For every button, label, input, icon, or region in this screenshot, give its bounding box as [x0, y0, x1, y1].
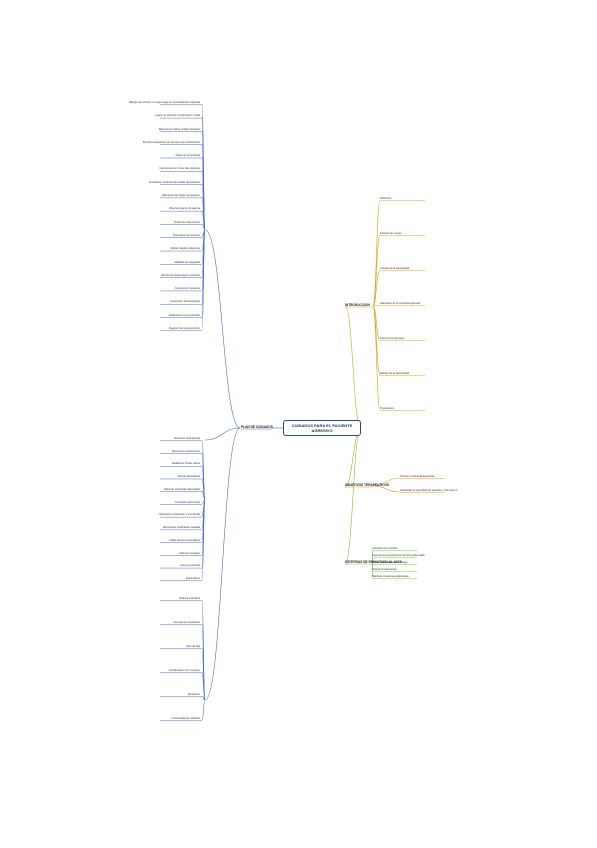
left-connector: [201, 671, 206, 701]
right-item[interactable]: Causas de la agresividad: [380, 267, 410, 270]
right-connector: [372, 304, 381, 307]
right-connector: [372, 269, 381, 307]
left-item[interactable]: Continuidad de cuidados: [171, 717, 200, 720]
left-item[interactable]: Restriccion fisica segun protocolo: [161, 273, 200, 277]
right-branch-title[interactable]: OBJETIVOS TERAPEUTICOS: [345, 483, 390, 487]
left-item[interactable]: Seguimiento: [185, 577, 200, 580]
right-branch-title[interactable]: INTRODUCCION: [345, 303, 370, 307]
left-item[interactable]: Administrar medicacion pautada: [162, 526, 200, 530]
left-hub-connector: [204, 427, 241, 441]
left-hub-connector: [204, 229, 241, 429]
right-item[interactable]: Tratamiento: [380, 407, 394, 410]
left-item[interactable]: Acompanar al paciente: [173, 621, 200, 624]
right-item[interactable]: Manejo de la agresividad: [380, 372, 409, 375]
right-connector: [372, 234, 381, 307]
plan-de-cuidados-node[interactable]: PLAN DE CUIDADOS: [241, 425, 273, 429]
left-item[interactable]: Proteccion del entorno: [174, 220, 200, 224]
left-item[interactable]: Observar la conducta: [175, 154, 200, 158]
right-item[interactable]: Garantizar la seguridad del paciente y d…: [400, 489, 458, 492]
left-item[interactable]: Valoracion del riesgo de agresion: [161, 194, 200, 198]
left-item[interactable]: Manejo del entorno: el mejor lugar es un…: [128, 101, 200, 104]
left-item[interactable]: Prevencion de lesiones: [173, 233, 200, 237]
left-item[interactable]: Plan de alta: [186, 645, 200, 648]
right-item[interactable]: Acepta el tratamiento: [372, 568, 397, 571]
right-item[interactable]: Identifica situaciones de riesgo: [372, 561, 408, 564]
left-item[interactable]: Lograr un clima de comprension mutua: [155, 114, 200, 118]
left-item[interactable]: Observar signos de alarma: [168, 207, 200, 211]
left-item[interactable]: Fomentar autocontrol: [175, 500, 200, 504]
left-item[interactable]: Evaluacion tras el episodio: [169, 313, 200, 317]
right-connector: [372, 485, 401, 493]
left-item[interactable]: Derivacion: [187, 693, 200, 696]
left-item[interactable]: Educacion al paciente y a la familia: [159, 513, 200, 517]
left-item[interactable]: Medidas de seguridad: [174, 260, 200, 264]
left-item[interactable]: Ofrecer alternativas: [177, 475, 200, 479]
left-hub-connector: [204, 427, 241, 701]
left-item[interactable]: Retirar objetos peligrosos: [170, 247, 200, 251]
right-item[interactable]: Factores de riesgo: [380, 232, 402, 235]
right-connector: [372, 305, 381, 376]
left-item[interactable]: Contencion mecanica: [175, 287, 200, 291]
right-branch-title[interactable]: CRITERIOS DE RESULTADO AL ALTA: [345, 560, 402, 564]
right-item[interactable]: Controla sus impulsos: [372, 547, 398, 550]
left-item[interactable]: Intervencion en crisis: dar opciones: [159, 167, 200, 171]
right-connector: [372, 305, 381, 341]
left-connector: [201, 499, 206, 581]
left-item[interactable]: Permitir al paciente que exprese sus sen…: [142, 140, 200, 144]
left-item[interactable]: Registro de la intervencion: [169, 327, 200, 330]
left-item[interactable]: Escuchar activamente: [174, 437, 200, 440]
right-item[interactable]: Expresa sus sentimientos de forma adecua…: [372, 554, 425, 557]
left-item[interactable]: Establecer limites claros: [172, 462, 200, 466]
root-to-branch-connector: [344, 305, 362, 429]
left-item[interactable]: Reconocer sentimientos: [172, 449, 200, 453]
left-item[interactable]: Vigilar efectos secundarios: [169, 538, 200, 542]
left-item[interactable]: Contencion farmacologica: [170, 300, 200, 304]
left-connector: [201, 695, 206, 701]
left-item[interactable]: Apoyo emocional: [180, 564, 200, 568]
right-connector: [371, 562, 374, 579]
left-item[interactable]: Evaluacion continua del estado del pacie…: [149, 180, 200, 184]
right-item[interactable]: Valoracion de la conducta agresiva: [380, 302, 421, 305]
right-connector: [372, 305, 381, 411]
right-item[interactable]: Mantiene relaciones adecuadas: [372, 575, 409, 578]
left-item[interactable]: Coordinacion con el equipo: [168, 669, 200, 672]
left-connector: [201, 490, 206, 501]
right-connector: [372, 477, 401, 487]
right-item[interactable]: Prevenir conductas agresivas: [400, 475, 435, 478]
left-connector: [201, 699, 206, 721]
root-to-branch-connector: [344, 427, 362, 564]
left-connector: [201, 229, 206, 331]
right-item[interactable]: Definicion: [380, 197, 392, 200]
right-item[interactable]: Fases de la agresion: [380, 337, 405, 340]
left-item[interactable]: Reducir estimulos: [179, 597, 200, 600]
left-item[interactable]: Informar al equipo: [179, 551, 200, 555]
left-item[interactable]: Reforzar conductas adecuadas: [164, 487, 200, 491]
left-item[interactable]: Mantener la calma, hablar despacio: [158, 127, 200, 131]
root-node[interactable]: CUIDADOS PARA EL PACIENTE AGRESIVO: [283, 420, 361, 436]
root-to-branch-connector: [344, 427, 362, 487]
